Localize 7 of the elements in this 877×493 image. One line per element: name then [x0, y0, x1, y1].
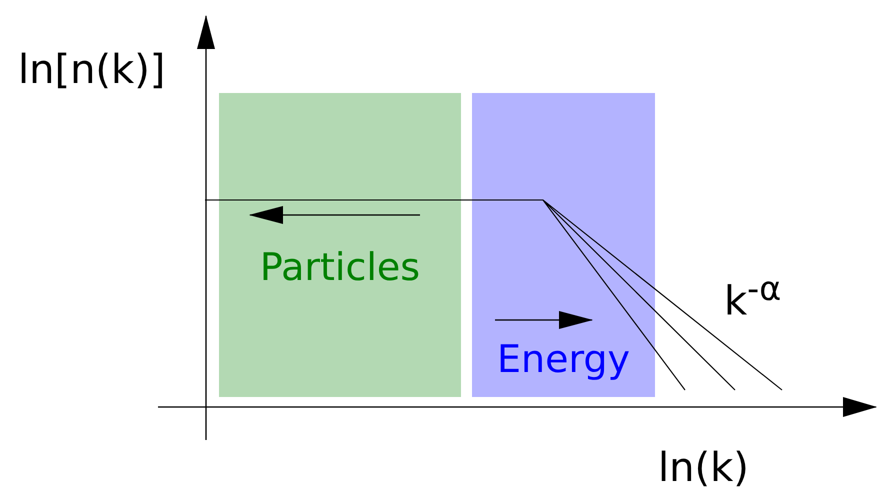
region-band	[219, 93, 461, 397]
axis-label: ln[n(k)]	[18, 50, 166, 90]
power-law-label: k$^{-α}$	[724, 272, 782, 322]
region-label: Particles	[258, 245, 422, 289]
region-band	[472, 93, 655, 397]
region-label: Energy	[496, 337, 632, 381]
axis-label: ln(k)	[658, 448, 749, 488]
